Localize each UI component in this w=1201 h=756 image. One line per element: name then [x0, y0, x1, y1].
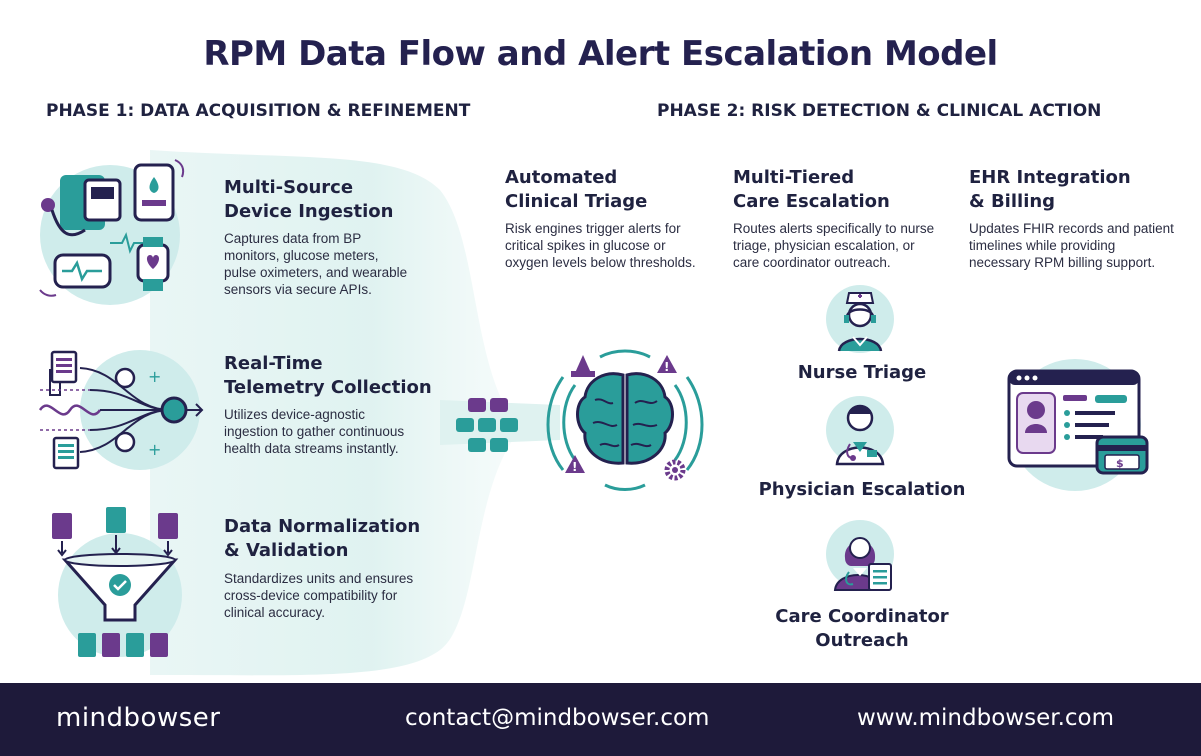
physician-icon [823, 392, 898, 467]
block1-text-line: sensors via secure APIs. [224, 282, 372, 297]
physician-escalation-label: Physician Escalation [758, 479, 966, 500]
blocks-icon [452, 396, 532, 456]
block3-text-line: clinical accuracy. [224, 605, 326, 620]
block3-text-line: Standardizes units and ensures [224, 571, 414, 586]
block2-title: Real-Time Telemetry Collection [224, 352, 432, 400]
block1-title-line1: Multi-Source [224, 177, 354, 198]
block1-text-line: Captures data from BP [224, 231, 362, 246]
block3-text-line: cross-device compatibility for [224, 588, 398, 603]
telemetry-icon: + + [30, 340, 210, 475]
contact-email-link[interactable]: contact@mindbowser.com [405, 705, 710, 731]
care-coordinator-line1: Care Coordinator [775, 606, 949, 627]
svg-text:+: + [148, 440, 161, 459]
escalation-text-line: triage, physician escalation, or [733, 238, 915, 253]
triage-text: Risk engines trigger alerts for critical… [505, 220, 696, 271]
escalation-text: Routes alerts specifically to nurse tria… [733, 220, 934, 271]
ehr-billing-icon: $ [995, 355, 1155, 495]
ehr-text-line: Updates FHIR records and patient [969, 221, 1174, 236]
block1-text-line: pulse oximeters, and wearable [224, 265, 408, 280]
escalation-text-line: Routes alerts specifically to nurse [733, 221, 935, 236]
block2-text: Utilizes device-agnostic ingestion to ga… [224, 406, 404, 457]
triage-text-line: critical spikes in glucose or [505, 238, 666, 253]
triage-title: Automated Clinical Triage [505, 166, 647, 214]
block1-text: Captures data from BP monitors, glucose … [224, 230, 407, 298]
ehr-title-line2: & Billing [969, 191, 1056, 212]
mindbowser-logo[interactable]: mindbowser [56, 703, 221, 733]
escalation-title: Multi-Tiered Care Escalation [733, 166, 890, 214]
devices-icon [30, 155, 200, 310]
block2-text-line: health data streams instantly. [224, 441, 399, 456]
block3-title: Data Normalization & Validation [224, 515, 420, 563]
svg-text:!: ! [572, 460, 577, 474]
block2-text-line: Utilizes device-agnostic [224, 407, 366, 422]
website-link[interactable]: www.mindbowser.com [857, 705, 1114, 731]
phase1-heading: PHASE 1: DATA ACQUISITION & REFINEMENT [46, 101, 471, 121]
block3-title-line1: Data Normalization [224, 516, 421, 537]
ehr-text-line: timelines while providing [969, 238, 1116, 253]
nurse-triage-label: Nurse Triage [797, 362, 927, 383]
triage-title-line2: Clinical Triage [505, 191, 648, 212]
escalation-text-line: care coordinator outreach. [733, 255, 891, 270]
block2-title-line2: Telemetry Collection [224, 377, 432, 398]
footer-bar: mindbowser contact@mindbowser.com www.mi… [0, 683, 1201, 756]
brain-alert-icon: ! ! [545, 345, 705, 495]
block3-title-line2: & Validation [224, 540, 349, 561]
triage-text-line: Risk engines trigger alerts for [505, 221, 681, 236]
nurse-icon [823, 283, 898, 355]
block2-title-line1: Real-Time [224, 353, 323, 374]
triage-title-line1: Automated [505, 167, 618, 188]
ehr-text-line: necessary RPM billing support. [969, 255, 1156, 270]
care-coordinator-line2: Outreach [815, 630, 909, 651]
coordinator-icon [823, 518, 898, 593]
svg-text:!: ! [664, 360, 669, 374]
block1-text-line: monitors, glucose meters, [224, 248, 379, 263]
ehr-title-line1: EHR Integration [969, 167, 1131, 188]
triage-text-line: oxygen levels below thresholds. [505, 255, 696, 270]
ehr-title: EHR Integration & Billing [969, 166, 1131, 214]
block1-title-line2: Device Ingestion [224, 201, 394, 222]
svg-text:+: + [148, 367, 161, 386]
phase2-heading: PHASE 2: RISK DETECTION & CLINICAL ACTIO… [657, 101, 1102, 121]
ehr-text: Updates FHIR records and patient timelin… [969, 220, 1174, 271]
page-title: RPM Data Flow and Alert Escalation Model [203, 34, 998, 74]
svg-text:$: $ [1116, 457, 1124, 470]
block3-text: Standardizes units and ensures cross-dev… [224, 570, 413, 621]
care-coordinator-label: Care Coordinator Outreach [742, 605, 982, 653]
funnel-icon [40, 505, 200, 665]
escalation-title-line2: Care Escalation [733, 191, 890, 212]
block1-title: Multi-Source Device Ingestion [224, 176, 393, 224]
block2-text-line: ingestion to gather continuous [224, 424, 405, 439]
escalation-title-line1: Multi-Tiered [733, 167, 855, 188]
